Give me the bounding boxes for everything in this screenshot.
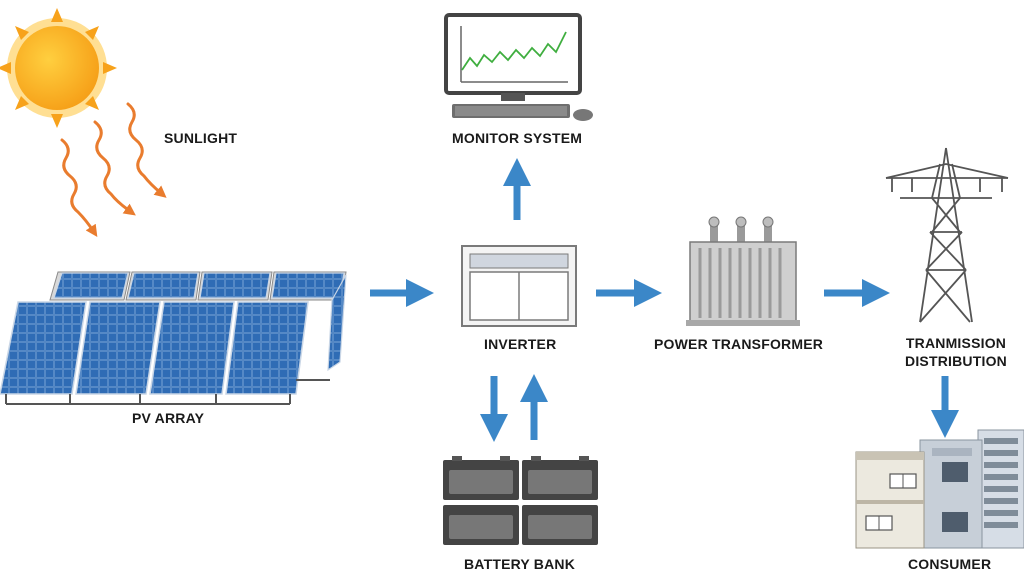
label-transmission: TRANMISSION — [905, 335, 1007, 351]
inverter-icon — [461, 245, 577, 327]
sun-icon — [0, 8, 117, 128]
building-icon — [855, 429, 1024, 549]
transmission-tower-icon — [885, 147, 1009, 323]
transformer-icon — [686, 216, 800, 326]
flow-arrows — [370, 158, 959, 442]
label-pv-array: PV ARRAY — [132, 410, 205, 426]
label-battery-bank: BATTERY BANK — [464, 556, 576, 572]
label-distribution: DISTRIBUTION — [905, 353, 1007, 369]
label-sunlight: SUNLIGHT — [164, 130, 238, 146]
monitor-icon — [444, 13, 593, 121]
solar-panel-icon — [0, 271, 347, 405]
label-consumer: CONSUMER — [908, 556, 992, 572]
label-transmission-distribution: TRANMISSION DISTRIBUTION — [898, 334, 1014, 370]
label-power-transformer: POWER TRANSFORMER — [654, 336, 824, 352]
sunlight-rays — [60, 102, 167, 237]
label-inverter: INVERTER — [484, 336, 557, 352]
battery-icon — [443, 456, 598, 545]
label-monitor-system: MONITOR SYSTEM — [452, 130, 583, 146]
